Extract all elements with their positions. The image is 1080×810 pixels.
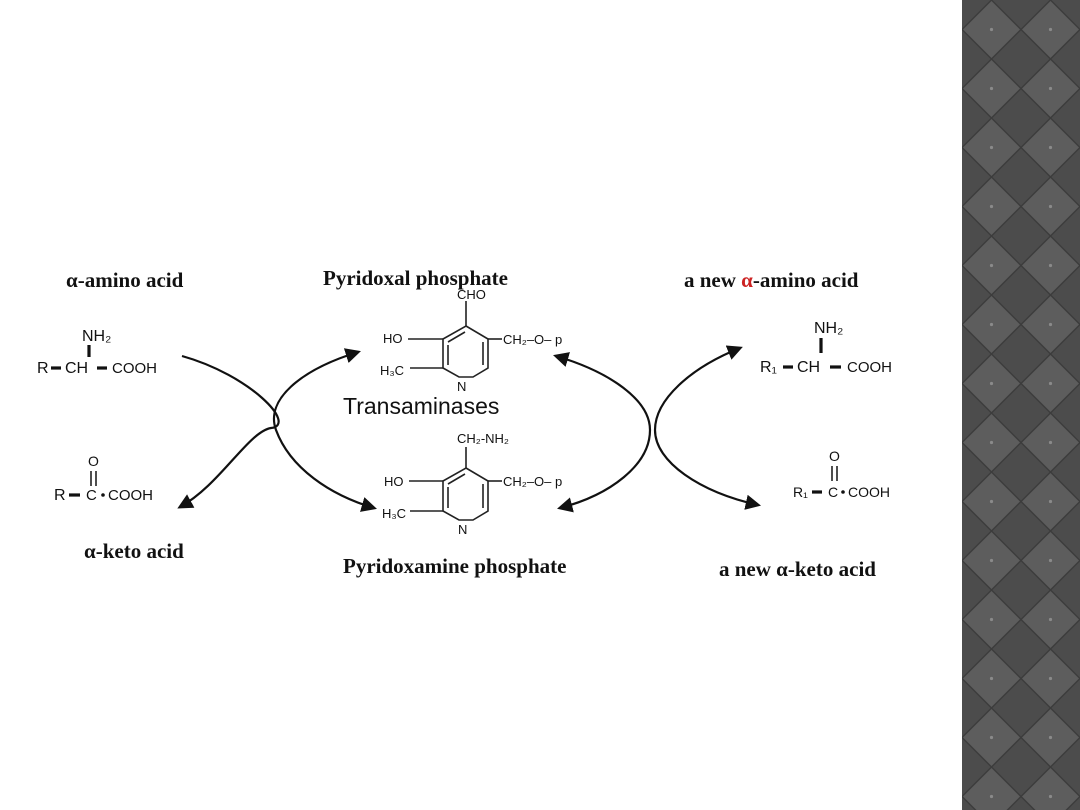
new-amino-alpha-highlight: α [741, 268, 753, 292]
amino-r: R [37, 360, 49, 377]
keto-c: C [86, 487, 97, 504]
plp-n: N [457, 379, 466, 394]
keto-r: R [54, 487, 66, 504]
label-enzyme-transaminases: Transaminases [343, 393, 499, 419]
amino-ch: CH [65, 360, 88, 377]
structure-pyridoxal-phosphate: CHO HO H₃C N CH₂–O– p [380, 287, 562, 394]
label-alpha-amino-acid: α-amino acid [66, 268, 184, 292]
label-alpha-keto-acid: α-keto acid [84, 539, 184, 563]
decorative-sidebar-pattern [962, 0, 1080, 810]
new-keto-c: C [828, 484, 838, 500]
structure-pyridoxamine-phosphate: CH₂-NH₂ HO H₃C N CH₂–O– p [382, 431, 562, 537]
pmp-h3c: H₃C [382, 506, 406, 521]
new-keto-r1: R₁ [793, 484, 808, 500]
new-keto-o: O [829, 448, 840, 464]
structure-alpha-keto-acid: O R C COOH [54, 453, 153, 504]
label-new-alpha-amino-acid: a new α-amino acid [684, 268, 859, 292]
new-amino-suffix: -amino acid [753, 268, 859, 292]
new-amino-ch: CH [797, 359, 820, 376]
arrow-left-outer [177, 354, 280, 509]
label-pyridoxamine-phosphate: Pyridoxamine phosphate [343, 554, 566, 578]
plp-cho: CHO [457, 287, 486, 302]
new-amino-cooh: COOH [847, 359, 892, 376]
plp-ho: HO [383, 331, 403, 346]
structure-new-alpha-amino-acid: NH₂ R₁ CH COOH [760, 320, 892, 376]
pmp-ch2nh2: CH₂-NH₂ [457, 431, 509, 446]
arrow-left-inner [273, 348, 377, 512]
amino-cooh: COOH [112, 360, 157, 377]
structure-new-alpha-keto-acid: O R₁ C COOH [793, 448, 890, 500]
plp-ch2op: CH₂–O– p [503, 332, 562, 347]
transamination-diagram: α-amino acid Pyridoxal phosphate a new α… [37, 266, 892, 581]
pmp-ch2op: CH₂–O– p [503, 474, 562, 489]
keto-cooh: COOH [108, 487, 153, 504]
new-keto-cooh: COOH [848, 484, 890, 500]
new-amino-nh2: NH₂ [814, 320, 843, 337]
new-amino-prefix: a new [684, 268, 741, 292]
pmp-ho: HO [384, 474, 404, 489]
arrow-right-inner [553, 352, 652, 513]
pmp-n: N [458, 522, 467, 537]
arrow-right-outer [653, 345, 762, 510]
label-new-alpha-keto-acid: a new α-keto acid [719, 557, 876, 581]
new-amino-r1: R₁ [760, 359, 777, 376]
amino-nh2: NH₂ [82, 328, 111, 345]
label-pyridoxal-phosphate: Pyridoxal phosphate [323, 266, 508, 290]
keto-o: O [88, 453, 99, 469]
plp-h3c: H₃C [380, 363, 404, 378]
structure-alpha-amino-acid: NH₂ R CH COOH [37, 328, 157, 377]
